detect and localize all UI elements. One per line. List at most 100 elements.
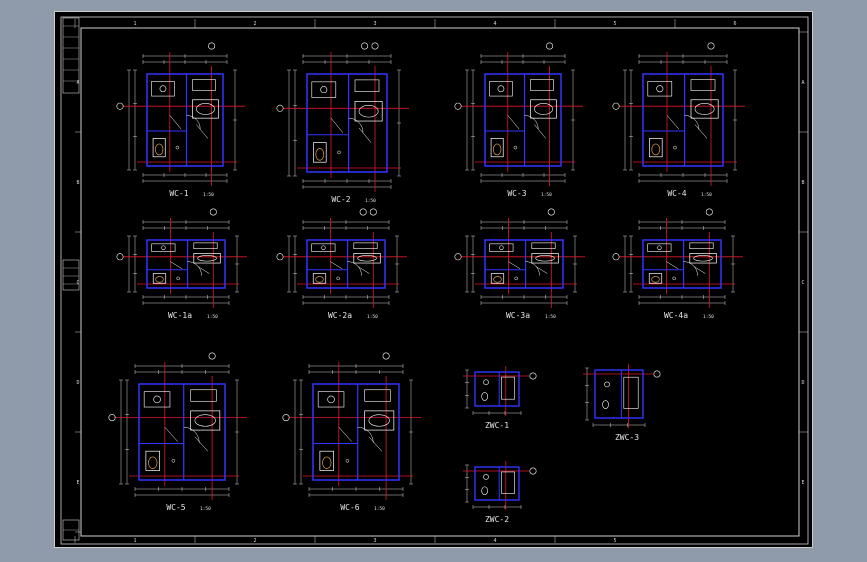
plan-wc-3: WC-3 1:50 — [454, 42, 583, 198]
floor-drain — [672, 276, 676, 281]
plan-scale: 1:50 — [207, 314, 218, 320]
sink — [604, 381, 610, 388]
toilet-bowl — [148, 456, 158, 469]
floor-drain — [513, 145, 518, 150]
outer-wall — [642, 73, 724, 167]
grid-bubble — [612, 253, 620, 261]
plan-scale: 1:50 — [374, 506, 385, 512]
title-strip-top — [62, 17, 80, 94]
door-swing — [183, 426, 200, 443]
zone-label-side: C — [76, 280, 79, 286]
floor-drain — [345, 459, 350, 463]
vanity — [311, 243, 336, 252]
grid-bubble — [529, 467, 537, 475]
grid-bubble — [208, 352, 216, 360]
door-swing — [186, 115, 201, 130]
grid-bubble — [361, 42, 369, 50]
toilet-tank — [649, 138, 663, 158]
counter — [689, 242, 714, 249]
slope-arrow — [197, 266, 210, 274]
plan-scale: 1:50 — [541, 192, 552, 198]
plan-label: WC-2a — [328, 311, 352, 320]
slope-arrow — [508, 261, 521, 270]
sink — [657, 245, 662, 250]
counter — [192, 79, 216, 91]
counter — [353, 242, 378, 249]
outer-wall — [146, 239, 226, 289]
plan-label: WC-5 — [166, 503, 185, 512]
vanity — [647, 81, 673, 97]
plan-scale: 1:50 — [203, 192, 214, 198]
toilet-bowl — [315, 276, 324, 283]
grid-bubble — [653, 370, 661, 378]
zone-label-side: B — [801, 180, 804, 186]
door-swing — [347, 261, 362, 276]
grid-bubble — [209, 208, 217, 216]
outer-wall — [306, 73, 388, 173]
bathtub-basin — [694, 103, 715, 115]
grid-bubble — [276, 104, 284, 112]
plan-wc-4: WC-4 1:50 — [612, 42, 745, 198]
sink — [153, 395, 161, 404]
slope-arrow — [358, 127, 372, 143]
grid-bubble — [546, 42, 554, 50]
slope-arrow — [169, 115, 182, 130]
slope-arrow — [330, 117, 344, 133]
toilet-bowl — [651, 143, 661, 156]
plan-label: ZWC-3 — [615, 433, 639, 442]
plan-label: WC-3 — [507, 189, 526, 198]
vanity — [151, 81, 175, 97]
door-swing — [525, 261, 540, 276]
grid-bubble — [371, 42, 379, 50]
bathtub-basin — [194, 414, 216, 427]
title-strip-mid — [62, 259, 80, 291]
slope-arrow — [164, 427, 178, 442]
sink — [499, 245, 504, 250]
zone-label-side: E — [76, 480, 79, 486]
plan-scale: 1:50 — [200, 506, 211, 512]
zone-label-bottom: 4 — [493, 538, 496, 544]
door-swing — [683, 261, 698, 276]
zone-label-side: E — [801, 480, 804, 486]
bathtub-basin — [693, 255, 713, 262]
zone-label-top: 4 — [493, 21, 496, 27]
door-swing — [348, 117, 364, 133]
outer-wall — [642, 239, 722, 289]
sink — [321, 245, 326, 250]
sink — [159, 85, 167, 93]
grid-bubble — [276, 253, 284, 261]
sink — [327, 395, 335, 404]
bathtub — [190, 410, 221, 431]
slope-arrow — [170, 261, 183, 270]
sink — [483, 474, 489, 480]
grid-bubble — [108, 414, 116, 422]
bathtub — [354, 101, 383, 122]
zone-label-side: C — [801, 280, 804, 286]
plan-label: WC-2 — [331, 195, 350, 204]
toilet-tank — [490, 273, 505, 284]
slope-arrow — [507, 115, 520, 130]
bathtub-basin — [358, 105, 379, 118]
bathtub-basin — [535, 255, 555, 262]
toilet-tank — [490, 138, 504, 158]
plan-zwc-3: ZWC-3 — [583, 364, 661, 442]
floor-drain — [171, 459, 176, 463]
toilet-bowl — [493, 276, 502, 283]
plan-scale: 1:50 — [701, 192, 712, 198]
grid-bubble — [454, 102, 462, 110]
plan-label: WC-4 — [667, 189, 686, 198]
zone-label-bottom: 2 — [253, 538, 256, 544]
toilet-bowl — [315, 148, 325, 161]
outer-wall — [484, 73, 562, 167]
floor-drain — [337, 150, 341, 155]
door-swing — [524, 115, 539, 130]
bathtub — [501, 471, 515, 494]
bathtub — [531, 253, 559, 264]
slope-arrow — [535, 266, 548, 274]
